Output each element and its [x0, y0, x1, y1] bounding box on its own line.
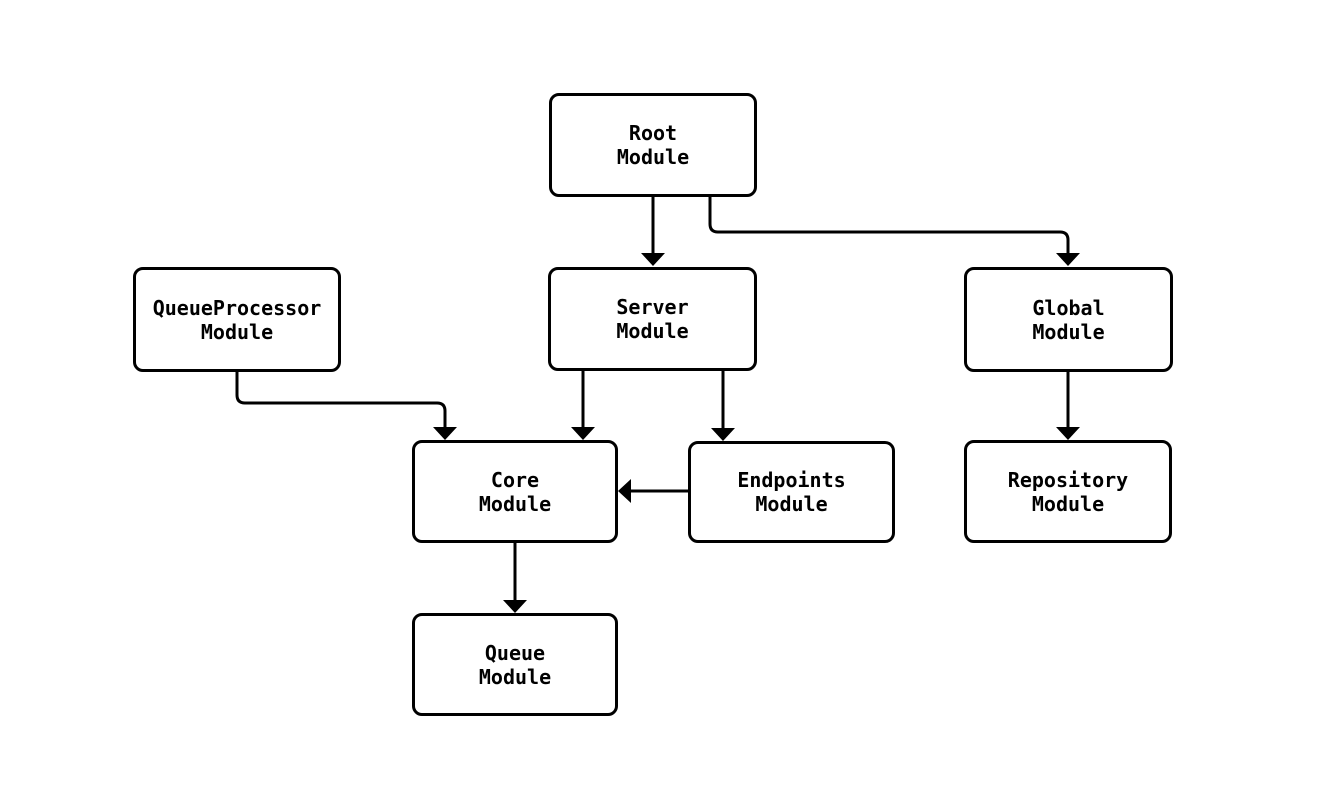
edge-root-to-global [708, 197, 1080, 266]
node-server-module: Server Module [548, 267, 757, 371]
arrowhead-icon [1056, 253, 1080, 266]
node-label: Endpoints Module [737, 468, 846, 516]
node-label: QueueProcessor Module [152, 295, 322, 344]
node-label: Queue Module [478, 640, 552, 689]
node-root-module: Root Module [549, 93, 757, 197]
arrowhead-icon [433, 427, 457, 440]
arrowhead-icon [618, 479, 631, 503]
edge-endpoints-to-core [618, 479, 688, 503]
edge-server-to-core [571, 371, 595, 440]
node-label: Global Module [1032, 295, 1105, 344]
arrowhead-icon [1056, 427, 1080, 440]
node-label: Root Module [616, 121, 690, 169]
node-core-module: Core Module [412, 440, 618, 543]
node-label: Core Module [478, 467, 552, 516]
edge-queueprocessor-to-core [235, 372, 457, 440]
arrowhead-icon [571, 427, 595, 440]
node-label: Repository Module [1007, 467, 1129, 516]
arrowhead-icon [711, 428, 735, 441]
edge-global-to-repository [1056, 372, 1080, 440]
node-queue-module: Queue Module [412, 613, 618, 716]
node-endpoints-module: Endpoints Module [688, 441, 895, 543]
node-queueprocessor-module: QueueProcessor Module [133, 267, 341, 372]
arrowhead-icon [503, 600, 527, 613]
node-repository-module: Repository Module [964, 440, 1172, 543]
node-global-module: Global Module [964, 267, 1173, 372]
edge-root-to-server [641, 197, 665, 266]
arrowhead-icon [641, 253, 665, 266]
edge-core-to-queue [503, 543, 527, 613]
edge-server-to-endpoints [711, 371, 735, 441]
node-label: Server Module [616, 295, 689, 343]
